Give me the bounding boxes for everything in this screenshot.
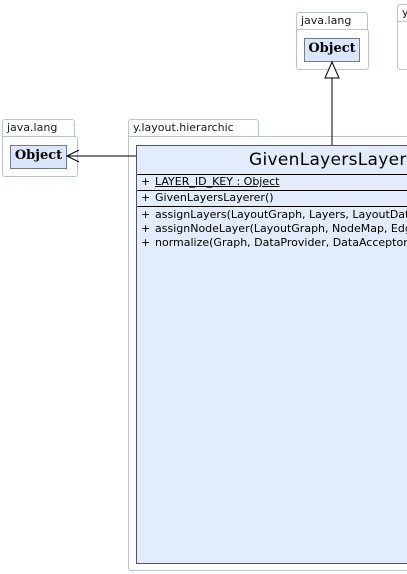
dependency-arrowhead (65, 149, 80, 163)
package-tab: y.layout.hierarchic (128, 119, 259, 137)
package-name: java.lang (301, 14, 352, 27)
attributes-section: + LAYER_ID_KEY : Object (137, 175, 407, 191)
class-given-layers-layerer[interactable]: GivenLayersLayerer + LAYER_ID_KEY : Objec… (136, 145, 407, 564)
package-name: y.layout.hierarchic (133, 121, 234, 134)
attribute-row: + LAYER_ID_KEY : Object (137, 175, 407, 189)
class-object-left[interactable]: Object (10, 145, 67, 169)
package-name: y (402, 6, 407, 19)
class-name: Object (14, 148, 63, 163)
class-name: GivenLayersLayerer (137, 146, 407, 175)
operation-row: + assignNodeLayer(LayoutGraph, NodeMap, E… (137, 222, 407, 236)
operation-text: assignLayers(LayoutGraph, Layers, Layout… (155, 208, 407, 221)
constructor-row: + GivenLayersLayerer() (137, 191, 407, 205)
visibility-marker: + (141, 191, 151, 204)
operations-section: + assignLayers(LayoutGraph, Layers, Layou… (137, 207, 407, 250)
operation-text: assignNodeLayer(LayoutGraph, NodeMap, Ed… (155, 222, 407, 235)
visibility-marker: + (141, 175, 151, 188)
constructor-text: GivenLayersLayerer() (155, 191, 274, 204)
operation-text: normalize(Graph, DataProvider, DataAccep… (155, 236, 407, 249)
package-tab: java.lang (296, 12, 368, 30)
operation-row: + assignLayers(LayoutGraph, Layers, Layou… (137, 208, 407, 222)
package-tab: java.lang (2, 119, 75, 137)
visibility-marker: + (141, 208, 151, 221)
package-java-lang-left: java.lang Object (2, 119, 78, 177)
package-body (397, 21, 407, 70)
constructors-section: + GivenLayersLayerer() (137, 191, 407, 207)
visibility-marker: + (141, 236, 151, 249)
class-name: Object (308, 41, 356, 56)
generalization-arrowhead (324, 60, 340, 79)
package-tab: y (397, 4, 407, 22)
operation-row: + normalize(Graph, DataProvider, DataAcce… (137, 236, 407, 250)
attribute-text: LAYER_ID_KEY : Object (155, 175, 280, 188)
package-partial-right: y (397, 4, 407, 70)
visibility-marker: + (141, 222, 151, 235)
package-name: java.lang (7, 121, 58, 134)
